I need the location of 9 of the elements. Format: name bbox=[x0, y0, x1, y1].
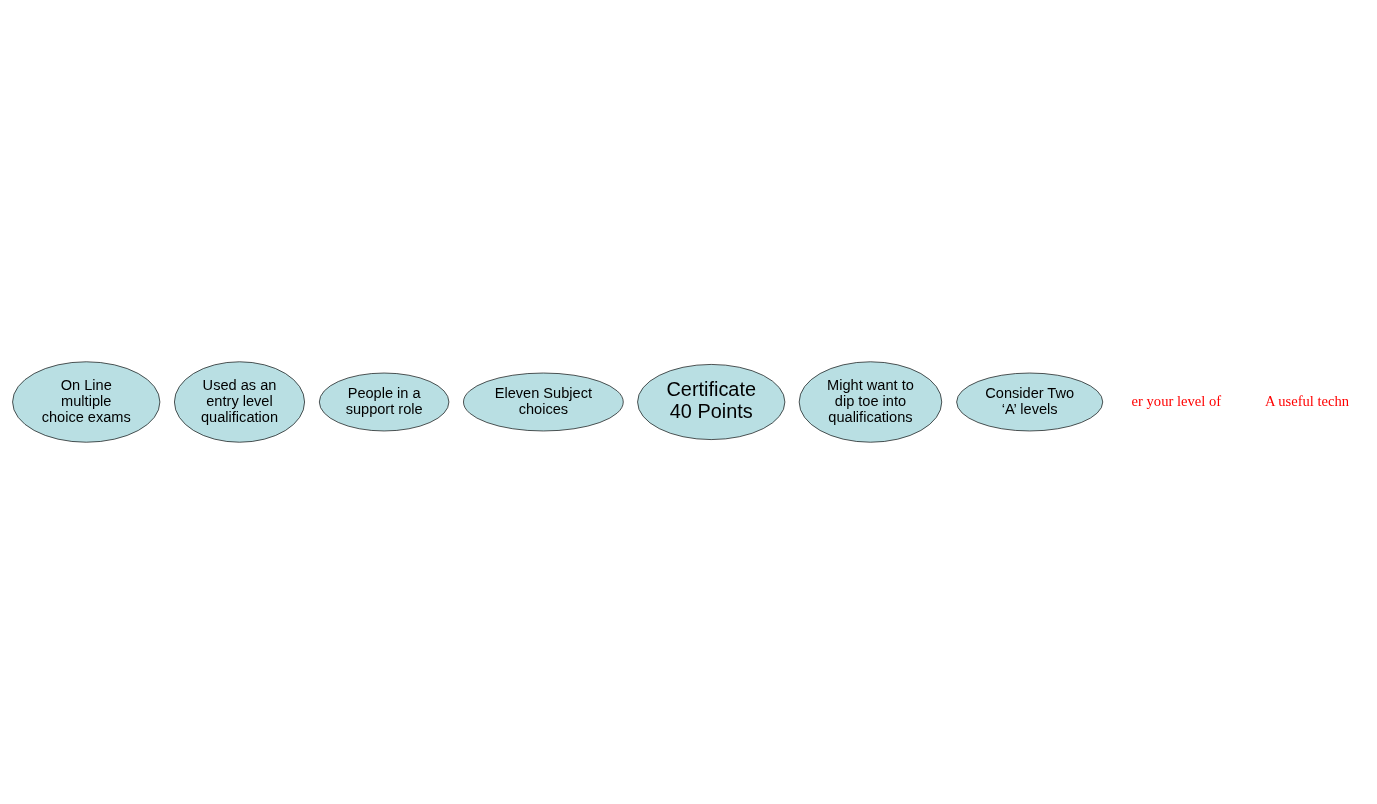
label: A useful techn bbox=[1264, 392, 1350, 409]
node-ellipse: Might want to dip toe into qualifications bbox=[798, 361, 943, 443]
node-ellipse: Certificate 40 Points bbox=[637, 364, 786, 440]
label: er your level of bbox=[1131, 392, 1222, 409]
node-ellipse: People in a support role bbox=[319, 372, 450, 432]
node-ellipse: On Line multiple choice exams bbox=[12, 361, 161, 443]
node-ellipse: Eleven Subject choices bbox=[463, 372, 624, 432]
node-ellipse: Consider Two ‘A’ levels bbox=[956, 372, 1104, 432]
node-ellipse: Used as an entry level qualification bbox=[174, 361, 305, 443]
